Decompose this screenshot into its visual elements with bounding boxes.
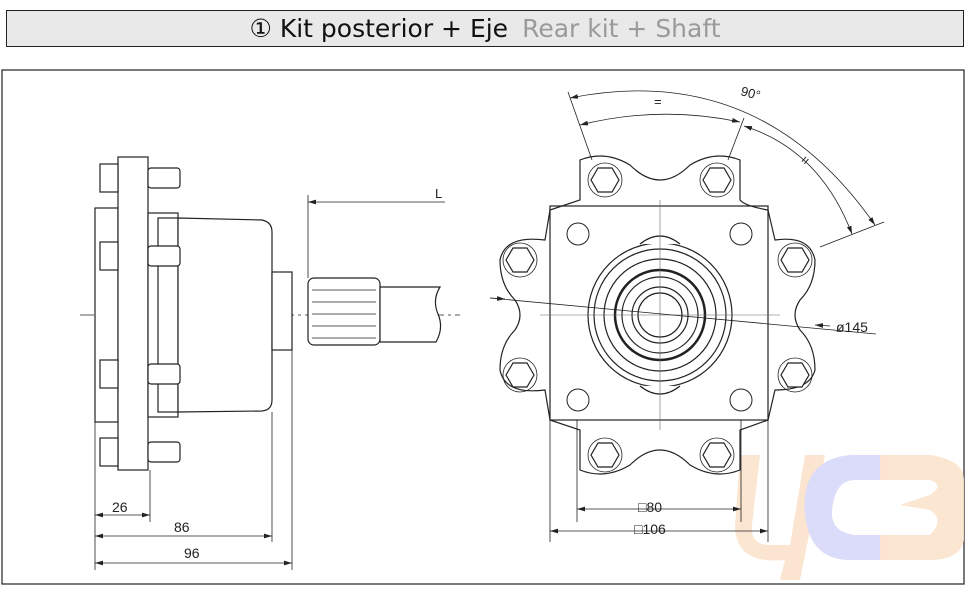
front-view	[499, 155, 816, 475]
side-view	[80, 156, 460, 471]
dim-diameter-145: ø145	[836, 319, 868, 335]
dim-equal-top: =	[654, 94, 662, 109]
dim-equal-side: =	[797, 152, 813, 167]
dim-angle: 90°	[739, 83, 762, 103]
title-english: Rear kit + Shaft	[522, 14, 721, 43]
front-dimensions	[489, 90, 885, 542]
title-spanish: ① Kit posterior + Eje	[249, 14, 509, 43]
dim-26: 26	[112, 499, 128, 515]
dim-96: 96	[184, 545, 200, 561]
side-dimensions	[94, 195, 445, 570]
dim-L: L	[435, 186, 442, 201]
dim-square-80: □80	[638, 499, 662, 515]
watermark-logo	[735, 455, 964, 580]
dim-86: 86	[174, 519, 190, 535]
title-bar: ① Kit posterior + Eje Rear kit + Shaft	[6, 10, 964, 47]
drawing-frame	[1, 69, 965, 585]
dim-square-106: □106	[634, 521, 666, 537]
